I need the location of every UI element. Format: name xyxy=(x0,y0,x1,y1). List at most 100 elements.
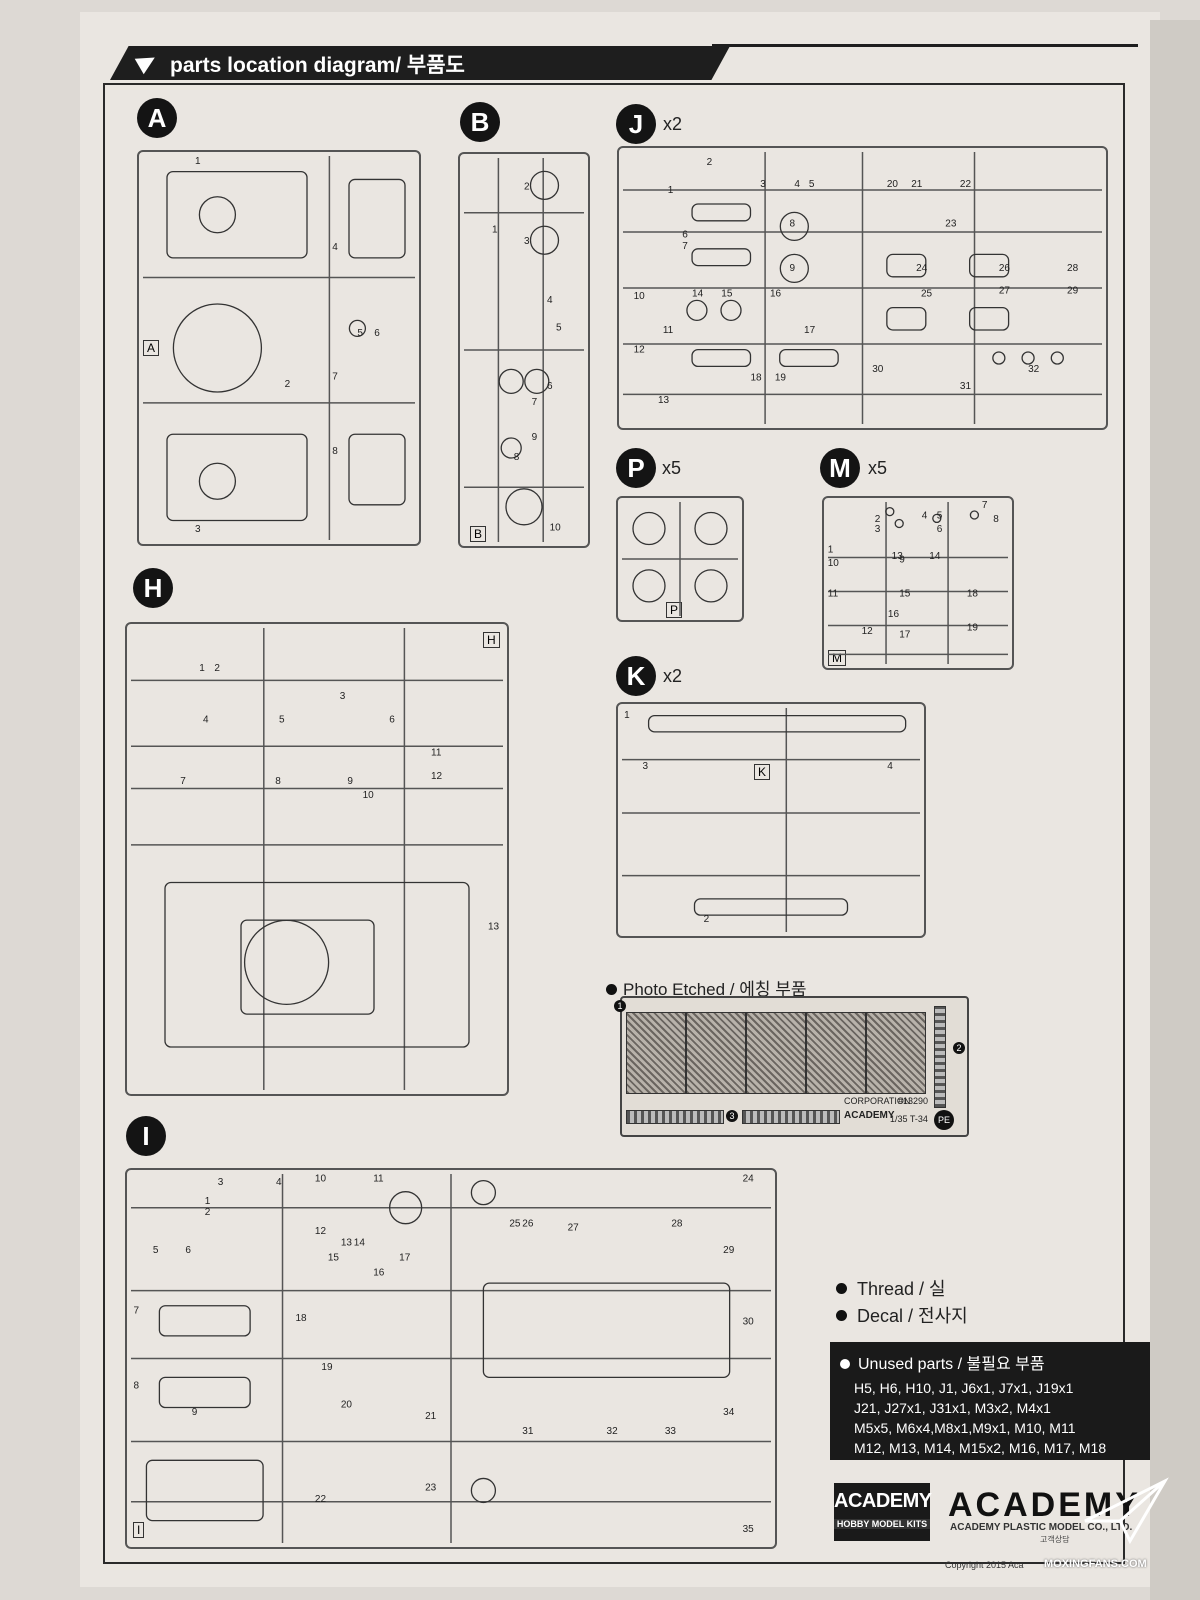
part-number: 9 xyxy=(347,776,353,787)
sprue-letter-h: H xyxy=(133,568,173,608)
part-number: 17 xyxy=(399,1252,411,1263)
company-name: ACADEMY PLASTIC MODEL CO., LTD. xyxy=(950,1522,1133,1533)
part-number: 23 xyxy=(425,1482,437,1493)
part-number: 2 xyxy=(707,157,713,168)
part-number: 22 xyxy=(960,179,972,190)
sprue-tag: A xyxy=(143,340,160,356)
bullet-icon xyxy=(606,984,617,995)
part-number: 5 xyxy=(357,328,363,339)
part-number: 3 xyxy=(195,524,201,535)
part-number: 4 xyxy=(547,295,553,306)
part-number: 12 xyxy=(315,1226,327,1237)
part-number: 30 xyxy=(743,1317,755,1328)
part-number: 2 xyxy=(205,1207,211,1218)
part-number: 35 xyxy=(743,1524,755,1535)
header-bar xyxy=(110,46,730,80)
part-number: 1 xyxy=(205,1196,211,1207)
part-number: 15 xyxy=(721,288,733,299)
part-number: 1 xyxy=(492,224,498,235)
part-number: 7 xyxy=(682,241,688,252)
part-number: 1 xyxy=(668,185,674,196)
photo-etched-fret: 1 2 3 CORPORATION #13290 ACADEMY 1/35 T-… xyxy=(614,996,969,1137)
header-rule xyxy=(712,44,1138,47)
part-number: 7 xyxy=(982,500,988,511)
pe-strip xyxy=(742,1110,840,1124)
part-number: 18 xyxy=(967,589,979,600)
part-number: 2 xyxy=(285,379,291,390)
part-number: 32 xyxy=(607,1426,619,1437)
sprue-letter-m: M xyxy=(820,448,860,488)
customer-service: 고객상담 xyxy=(1040,1535,1070,1544)
part-number: 16 xyxy=(770,288,782,299)
pe-scale: 1/35 T-34 xyxy=(890,1114,928,1124)
part-number: 31 xyxy=(960,381,972,392)
part-number: 24 xyxy=(743,1173,755,1184)
part-number: 11 xyxy=(828,589,839,600)
part-number: 14 xyxy=(354,1237,366,1248)
page-title: parts location diagram/ 부품도 xyxy=(170,54,465,77)
part-number: 12 xyxy=(431,771,443,782)
part-number: 2 xyxy=(524,181,530,192)
part-number: 12 xyxy=(634,344,646,355)
part-number: 1 xyxy=(624,710,630,721)
part-number: 6 xyxy=(185,1245,191,1256)
part-number: 23 xyxy=(945,218,957,229)
unused-parts-line: M5x5, M6x4,M8x1,M9x1, M10, M11 xyxy=(854,1420,1076,1436)
quantity-label: x5 xyxy=(868,458,888,478)
legend-decal-label: Decal / 전사지 xyxy=(857,1306,968,1326)
part-number: 13 xyxy=(658,395,670,406)
part-number: 27 xyxy=(999,286,1011,297)
part-number: 22 xyxy=(315,1494,327,1505)
pe-strip-vertical xyxy=(934,1006,946,1108)
part-number: 2 xyxy=(704,914,710,925)
copyright: Copyright 2015 Aca xyxy=(945,1560,1024,1570)
unused-parts-line: M12, M13, M14, M15x2, M16, M17, M18 xyxy=(854,1440,1107,1456)
part-number: 3 xyxy=(218,1177,224,1188)
sprue-p: P xyxy=(616,496,744,622)
part-number: 11 xyxy=(431,748,442,759)
part-number: 17 xyxy=(899,629,911,640)
unused-parts-label: Unused parts / 불필요 부품 xyxy=(858,1356,1045,1373)
part-number: 32 xyxy=(1028,364,1040,375)
part-number: 26 xyxy=(999,263,1011,274)
part-number: 29 xyxy=(1067,286,1079,297)
part-number: 5 xyxy=(809,179,815,190)
pe-marker-2: 2 xyxy=(953,1042,965,1054)
legend-thread-label: Thread / 실 xyxy=(857,1279,946,1299)
part-number: 34 xyxy=(723,1407,735,1418)
part-number: 4 xyxy=(794,179,800,190)
part-number: 8 xyxy=(275,776,281,787)
part-number: 3 xyxy=(524,236,530,247)
part-number: 27 xyxy=(568,1222,580,1233)
pe-brand: ACADEMY xyxy=(844,1110,895,1121)
mesh-panel xyxy=(686,1012,746,1094)
part-number: 25 xyxy=(921,288,933,299)
part-number: 4 xyxy=(922,510,928,521)
brand-logo: ACADEMY xyxy=(948,1486,1141,1524)
part-number: 13 xyxy=(892,551,904,562)
sprue-letter-k: K xyxy=(616,656,656,696)
part-number: 28 xyxy=(671,1219,683,1230)
pe-tag: PE xyxy=(934,1110,954,1130)
part-number: 29 xyxy=(723,1245,735,1256)
part-number: 8 xyxy=(789,218,795,229)
part-number: 8 xyxy=(514,452,520,463)
unused-parts-line: H5, H6, H10, J1, J6x1, J7x1, J19x1 xyxy=(854,1380,1074,1396)
part-number: 19 xyxy=(321,1362,333,1373)
part-number: 13 xyxy=(488,922,500,933)
sprue-letter-j: J xyxy=(616,104,656,144)
part-number: 21 xyxy=(911,179,923,190)
part-number: 8 xyxy=(133,1381,139,1392)
watermark: MOXINGFANS.COM xyxy=(1044,1558,1147,1570)
bullet-icon xyxy=(836,1283,847,1294)
part-number: 18 xyxy=(295,1313,307,1324)
pe-marker-1: 1 xyxy=(614,1000,626,1012)
